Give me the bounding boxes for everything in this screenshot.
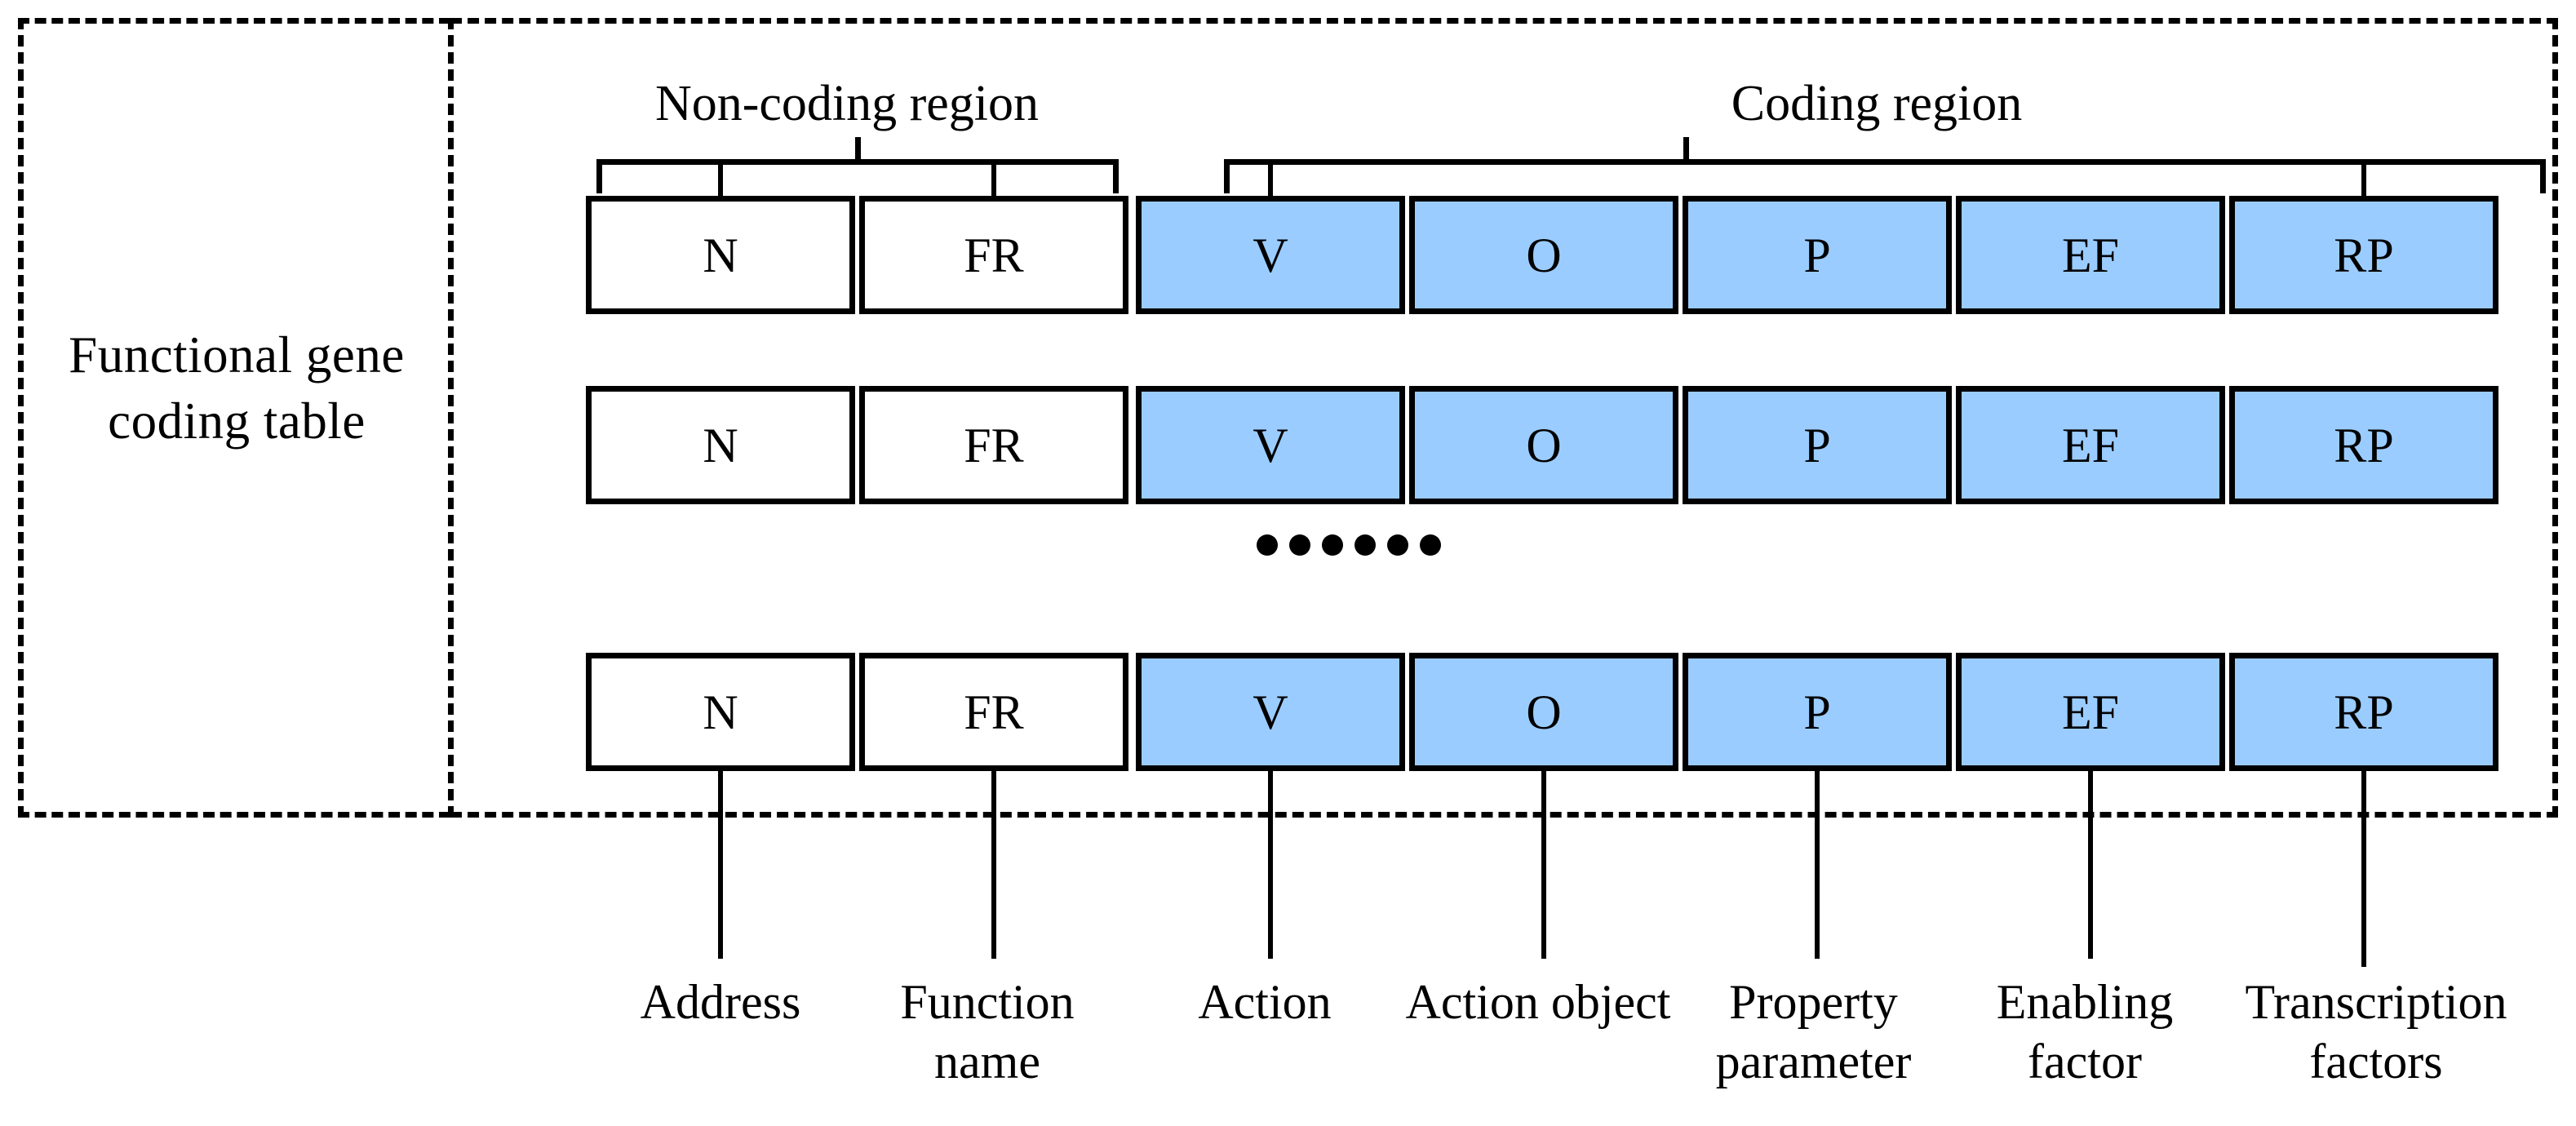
ellipsis-dot — [1387, 534, 1408, 556]
cell-ef-row-2: EF — [1956, 386, 2225, 504]
region-label-coding: Coding region — [1731, 76, 2023, 131]
cell-fr-row-2: FR — [859, 386, 1128, 504]
leader-line-ef — [2088, 771, 2093, 959]
cell-o-row-2: O — [1409, 386, 1678, 504]
column-label-p: Property parameter — [1715, 975, 1912, 1089]
dashed-frame-left — [18, 18, 450, 818]
cell-v-row-2: V — [1136, 386, 1405, 504]
column-label-ef: Enabling factor — [1996, 975, 2174, 1089]
column-label-o: Action object — [1405, 975, 1671, 1029]
dashed-divider — [448, 18, 454, 818]
column-label-rp: Transcription factors — [2245, 975, 2507, 1089]
region-label-non-coding: Non-coding region — [654, 76, 1040, 131]
cell-p-row-1: P — [1683, 196, 1952, 314]
ellipsis-dot — [1420, 534, 1441, 556]
ellipsis-dot — [1355, 534, 1376, 556]
bracket-stem-coding — [1683, 137, 1689, 163]
leader-line-n — [718, 771, 723, 959]
cell-fr-row-1: FR — [859, 196, 1128, 314]
cell-p-row-3: P — [1683, 653, 1952, 771]
cell-ef-row-1: EF — [1956, 196, 2225, 314]
bracket-stem-non-coding — [855, 137, 861, 163]
cell-rp-row-3: RP — [2229, 653, 2498, 771]
cell-p-row-2: P — [1683, 386, 1952, 504]
cell-v-row-1: V — [1136, 196, 1405, 314]
bracket-connector-4 — [2361, 159, 2366, 198]
cell-rp-row-1: RP — [2229, 196, 2498, 314]
cell-n-row-2: N — [586, 386, 855, 504]
cell-rp-row-2: RP — [2229, 386, 2498, 504]
row-ellipsis — [1257, 534, 1441, 556]
table-caption: Functional gene coding table — [69, 326, 405, 450]
column-label-n: Address — [640, 975, 801, 1029]
bracket-non-coding — [596, 159, 1119, 193]
cell-n-row-3: N — [586, 653, 855, 771]
bracket-connector-2 — [991, 159, 996, 198]
ellipsis-dot — [1257, 534, 1278, 556]
column-label-fr: Function name — [900, 975, 1075, 1089]
cell-o-row-3: O — [1409, 653, 1678, 771]
bracket-connector-3 — [1268, 159, 1273, 198]
bracket-connector-1 — [718, 159, 723, 198]
dashed-frame-right — [450, 18, 2558, 818]
leader-line-p — [1815, 771, 1820, 959]
column-label-v: Action — [1198, 975, 1332, 1029]
cell-o-row-1: O — [1409, 196, 1678, 314]
leader-line-fr — [991, 771, 996, 959]
cell-n-row-1: N — [586, 196, 855, 314]
bracket-coding — [1224, 159, 2546, 193]
cell-fr-row-3: FR — [859, 653, 1128, 771]
leader-line-o — [1541, 771, 1546, 959]
cell-ef-row-3: EF — [1956, 653, 2225, 771]
cell-v-row-3: V — [1136, 653, 1405, 771]
ellipsis-dot — [1322, 534, 1343, 556]
ellipsis-dot — [1289, 534, 1310, 556]
leader-line-rp — [2361, 771, 2366, 967]
leader-line-v — [1268, 771, 1273, 959]
